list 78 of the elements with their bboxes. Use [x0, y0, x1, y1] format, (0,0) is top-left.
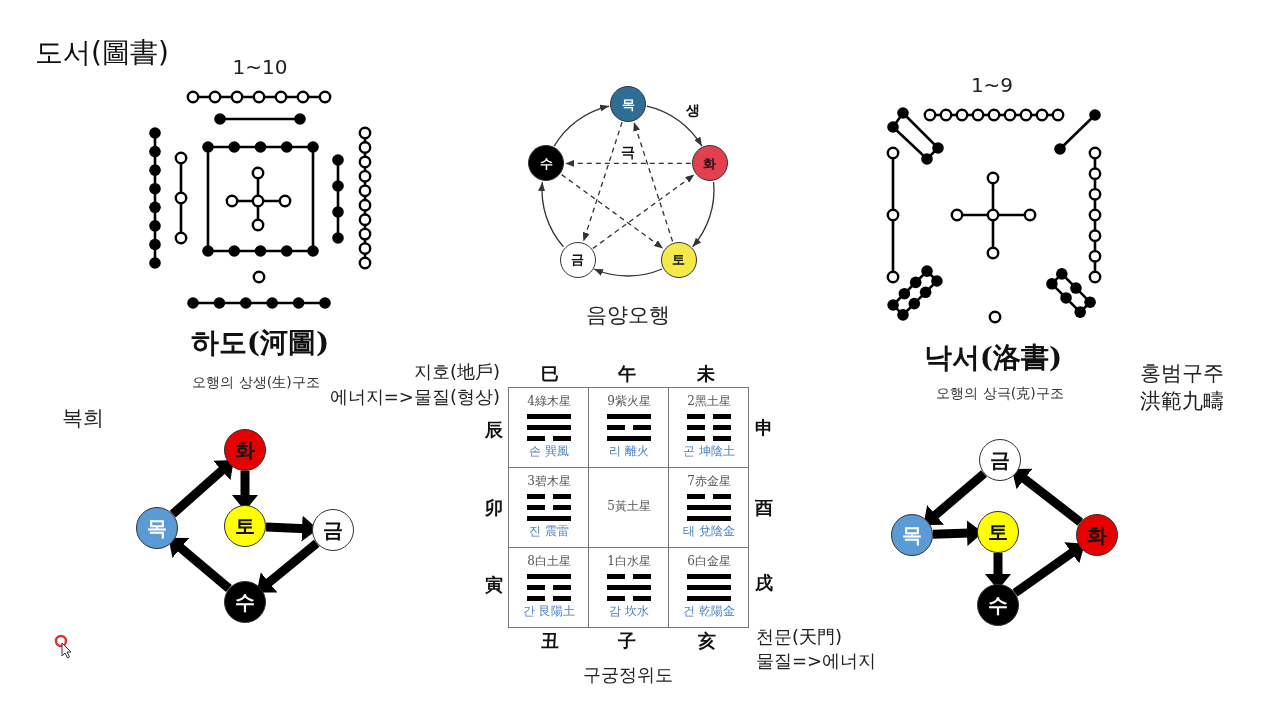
- star-label: 3碧木星: [527, 475, 571, 489]
- diagram-heading: 낙서(洛書): [923, 341, 1063, 375]
- trigram-label: 태 兌陰金: [683, 525, 735, 539]
- note-text: 천문(天門): [756, 626, 843, 648]
- range-label: 1~10: [232, 55, 288, 79]
- dashed-arrow: [633, 121, 674, 243]
- branch-label: 未: [697, 363, 715, 385]
- note-text: 洪範九疇: [1140, 388, 1224, 414]
- diagram-caption: 음양오행: [586, 302, 670, 328]
- arrow: [646, 105, 703, 147]
- dashed-arrow: [582, 121, 623, 243]
- diagram-subtitle: 오행의 상생(生)구조: [192, 373, 320, 391]
- arrow: [593, 268, 663, 277]
- branch-label: 午: [618, 363, 636, 385]
- block-arrow: [168, 537, 232, 592]
- star-label: 1白水星: [607, 555, 651, 569]
- branch-label: 酉: [755, 497, 773, 519]
- branch-label: 戌: [755, 572, 773, 594]
- star-label: 8白土星: [527, 555, 571, 569]
- branch-label: 丑: [541, 630, 559, 652]
- branch-label: 子: [618, 630, 636, 652]
- element-circle: 금: [559, 241, 596, 278]
- star-label: 9紫火星: [607, 395, 651, 409]
- section-label: 복희: [62, 405, 104, 431]
- branch-label: 申: [755, 417, 773, 439]
- element-circle: 토: [224, 505, 266, 547]
- dashed-arrow: [560, 173, 664, 250]
- range-label: 1~9: [970, 73, 1014, 97]
- element-circle: 화: [691, 145, 728, 182]
- trigram-label: 리 離火: [609, 445, 649, 459]
- branch-label: 辰: [485, 419, 503, 441]
- trigram-label: 진 震雷: [529, 525, 569, 539]
- element-circle: 목: [610, 86, 646, 122]
- block-arrow: [169, 459, 234, 518]
- star-label: 5黃土星: [607, 500, 651, 514]
- branch-label: 寅: [485, 574, 503, 596]
- branch-label: 卯: [485, 497, 503, 519]
- element-circle: 금: [312, 509, 354, 551]
- element-circle: 수: [977, 584, 1019, 626]
- element-circle: 금: [979, 439, 1021, 481]
- star-label: 7赤金星: [687, 475, 731, 489]
- element-circle: 화: [1076, 514, 1118, 556]
- element-circle: 화: [224, 429, 266, 471]
- block-arrow: [1011, 468, 1084, 526]
- note-text: 물질=>에너지: [756, 650, 877, 672]
- trigram-label: 감 坎水: [609, 605, 649, 619]
- arrow: [538, 181, 565, 248]
- trigram-label: 건 乾陽金: [683, 605, 735, 619]
- element-circle: 수: [528, 145, 565, 182]
- edge-label: 극: [620, 143, 636, 161]
- edge-label: 생: [685, 101, 701, 119]
- element-circle: 토: [660, 241, 697, 278]
- element-circle: 수: [224, 581, 266, 623]
- dashed-arrow: [592, 173, 696, 250]
- block-arrow: [923, 470, 987, 526]
- star-label: 4綠木星: [527, 395, 571, 409]
- diagram-subtitle: 오행의 상극(克)구조: [936, 384, 1064, 402]
- star-label: 2黑土星: [687, 395, 731, 409]
- block-arrow: [256, 539, 320, 593]
- dashed-arrow: [564, 159, 692, 167]
- note-text: 홍범구주: [1140, 360, 1224, 386]
- branch-label: 巳: [541, 363, 559, 385]
- diagram-caption: 구궁정위도: [583, 664, 673, 686]
- slide-title: 도서(圖書): [35, 37, 169, 70]
- star-label: 6白金星: [687, 555, 731, 569]
- element-circle: 목: [136, 507, 178, 549]
- arrow: [553, 105, 610, 147]
- block-arrow: [1012, 542, 1085, 597]
- diagram-heading: 하도(河圖): [190, 326, 330, 360]
- trigram-label: 간 艮陽土: [523, 605, 575, 619]
- note-text: 지호(地戶): [413, 361, 500, 383]
- element-circle: 토: [977, 511, 1019, 553]
- branch-label: 亥: [698, 630, 716, 652]
- element-circle: 목: [891, 514, 933, 556]
- arrow: [691, 181, 715, 248]
- note-text: 에너지=>물질(형상): [329, 386, 500, 408]
- trigram-label: 손 巽風: [529, 445, 569, 459]
- trigram-label: 곤 坤陰土: [683, 445, 735, 459]
